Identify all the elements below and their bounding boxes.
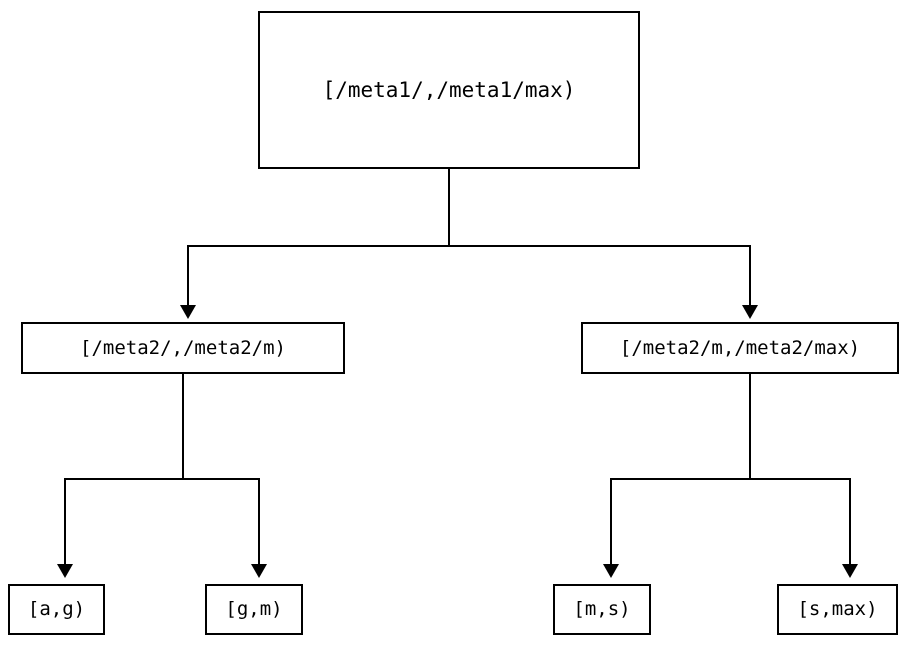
node-leaf-3-label: [m,s) [573, 598, 631, 620]
edge-leaf-bar-right [610, 478, 851, 480]
edge-mid-left-stem [182, 374, 184, 480]
node-mid-right-label: [/meta2/m,/meta2/max) [619, 336, 861, 359]
edge-to-leaf-1 [64, 478, 66, 564]
node-leaf-1[interactable]: [a,g) [8, 584, 105, 635]
node-leaf-2[interactable]: [g,m) [205, 584, 303, 635]
node-leaf-1-label: [a,g) [27, 598, 86, 620]
node-mid-left[interactable]: [/meta2/,/meta2/m) [21, 322, 345, 374]
node-mid-right[interactable]: [/meta2/m,/meta2/max) [581, 322, 899, 374]
node-root[interactable]: [/meta1/,/meta1/max) [258, 11, 640, 169]
edge-to-leaf-2 [258, 478, 260, 564]
arrowhead-leaf-1 [57, 564, 73, 578]
edge-level1-bar [187, 245, 751, 247]
node-leaf-3[interactable]: [m,s) [553, 584, 651, 635]
arrowhead-mid-left [180, 305, 196, 319]
edge-mid-right-stem [749, 374, 751, 480]
edge-to-leaf-4 [849, 478, 851, 564]
arrowhead-mid-right [742, 305, 758, 319]
node-mid-left-label: [/meta2/,/meta2/m) [80, 336, 286, 359]
node-root-label: [/meta1/,/meta1/max) [322, 77, 576, 102]
node-leaf-4-label: [s,max) [797, 598, 878, 620]
arrowhead-leaf-4 [842, 564, 858, 578]
edge-leaf-bar-left [64, 478, 260, 480]
node-leaf-2-label: [g,m) [225, 598, 283, 620]
node-leaf-4[interactable]: [s,max) [777, 584, 898, 635]
arrowhead-leaf-2 [251, 564, 267, 578]
edge-to-leaf-3 [610, 478, 612, 564]
arrowhead-leaf-3 [603, 564, 619, 578]
edge-root-stem [448, 169, 450, 247]
edge-to-mid-right [749, 245, 751, 305]
edge-to-mid-left [187, 245, 189, 305]
